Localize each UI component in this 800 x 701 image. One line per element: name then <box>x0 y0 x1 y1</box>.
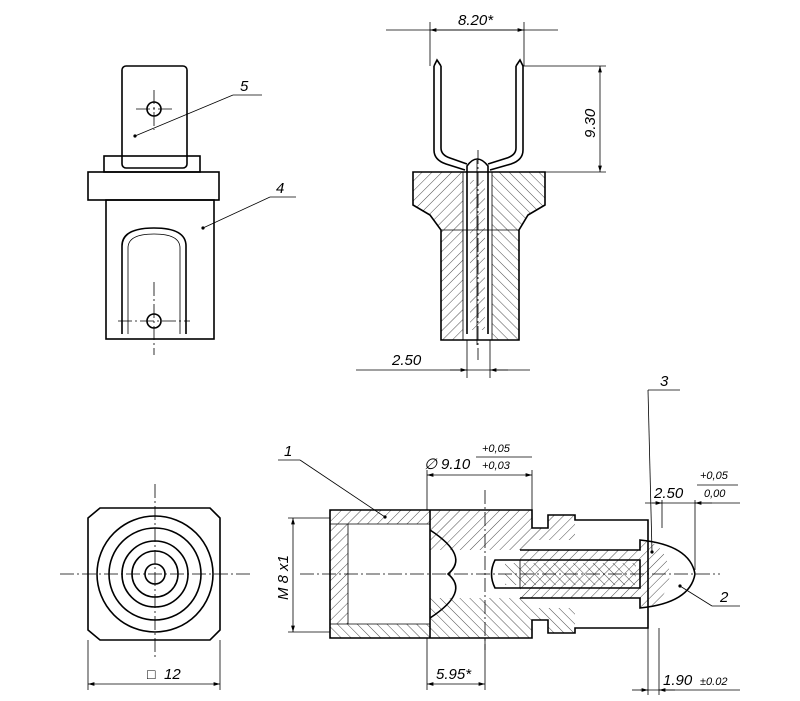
dim-gap: 1.90 <box>663 672 693 689</box>
dim-width-top: 8.20* <box>458 12 494 29</box>
dim-offset-length: 5.95* <box>436 666 472 683</box>
callout-1: 1 <box>284 443 292 460</box>
callout-4: 4 <box>276 180 284 197</box>
dim-square-symbol: □ <box>147 666 156 682</box>
dim-tip-tol-lower: 0,00 <box>704 488 726 500</box>
dim-thread: M 8 x1 <box>275 555 292 600</box>
dim-diameter-tol-lower: +0,03 <box>482 460 511 472</box>
dim-thickness-bottom: 2.50 <box>391 352 422 369</box>
dim-diameter-tol-upper: +0,05 <box>482 443 511 455</box>
callout-3: 3 <box>660 373 669 390</box>
dim-diameter-symbol: ∅ <box>424 456 438 473</box>
section-view-top: 8.20* 9.30 2.50 <box>356 12 606 378</box>
callout-2: 2 <box>719 589 729 606</box>
dim-tip-tol-upper: +0,05 <box>700 470 729 482</box>
dim-square-size: 12 <box>164 666 181 683</box>
section-view-bottom: 1 3 2 ∅ 9.10 +0,05 +0,03 M 8 x1 5.95* <box>275 373 740 695</box>
dim-gap-tol: ±0.02 <box>700 676 727 688</box>
dim-diameter-value: 9.10 <box>441 456 471 473</box>
dim-height-right: 9.30 <box>582 108 599 138</box>
dim-tip-length: 2.50 <box>653 485 684 502</box>
front-view-top: 5 4 <box>87 65 296 355</box>
callout-5: 5 <box>240 78 249 95</box>
front-view-bottom: □ 12 <box>60 484 250 690</box>
